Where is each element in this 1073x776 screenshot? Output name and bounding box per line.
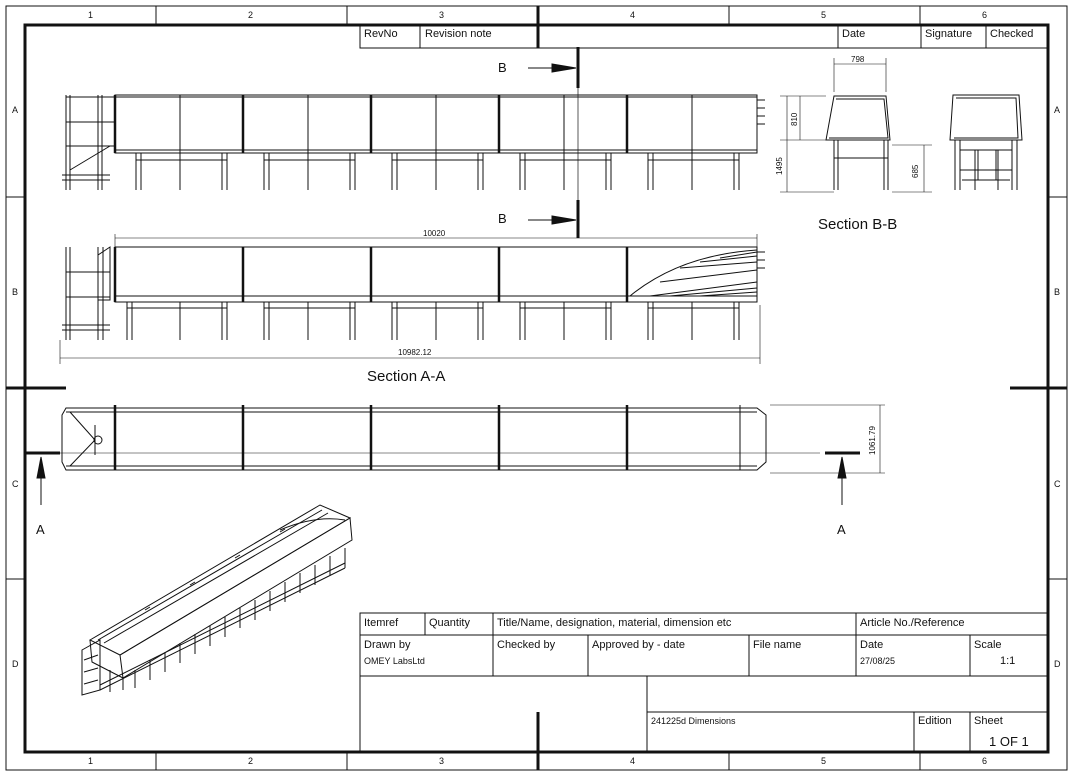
row-label-d-left: D <box>12 659 19 669</box>
section-a-marker <box>25 451 860 505</box>
file-name-label: File name <box>753 639 802 651</box>
checked-by-label: Checked by <box>497 639 556 651</box>
col-label-3-bottom: 3 <box>439 756 445 766</box>
rev-date-header: Date <box>842 28 866 40</box>
rev-no-header: RevNo <box>364 28 398 40</box>
drawn-by-label: Drawn by <box>364 639 411 651</box>
section-bb-title: Section B-B <box>818 216 898 233</box>
checked-header: Checked <box>990 28 1034 40</box>
col-label-3-top: 3 <box>439 10 445 20</box>
section-b-label-top: B <box>498 60 507 75</box>
dim-1495: 1495 <box>775 157 784 175</box>
section-aa-view <box>59 234 765 364</box>
sheet-value: 1 OF 1 <box>989 734 1029 749</box>
col-label-1-top: 1 <box>88 10 94 20</box>
date-value: 27/08/25 <box>860 656 896 666</box>
section-bb-view <box>780 58 932 193</box>
section-b-marker <box>528 47 580 238</box>
col-label-6-bottom: 6 <box>982 756 988 766</box>
revision-table <box>359 24 1049 49</box>
signature-header: Signature <box>925 28 973 40</box>
scale-value: 1:1 <box>1000 655 1016 667</box>
article-label: Article No./Reference <box>860 617 965 629</box>
sheet-label: Sheet <box>974 715 1003 727</box>
dim-685: 685 <box>911 164 920 178</box>
row-label-b-right: B <box>1054 287 1061 297</box>
side-view-top <box>62 94 765 190</box>
row-label-d-right: D <box>1054 659 1061 669</box>
section-a-label-left: A <box>36 522 45 537</box>
dim-810: 810 <box>790 112 799 126</box>
col-label-4-top: 4 <box>630 10 636 20</box>
col-label-2-bottom: 2 <box>248 756 254 766</box>
section-a-label-right: A <box>837 522 846 537</box>
col-label-4-bottom: 4 <box>630 756 636 766</box>
section-b-label-bottom: B <box>498 211 507 226</box>
col-label-2-top: 2 <box>248 10 254 20</box>
end-view <box>949 94 1023 190</box>
col-label-5-bottom: 5 <box>821 756 827 766</box>
title-block <box>359 612 1049 753</box>
title-label: Title/Name, designation, material, dimen… <box>497 617 732 629</box>
section-aa-title: Section A-A <box>367 368 446 385</box>
row-label-c-right: C <box>1054 479 1061 489</box>
row-label-b-left: B <box>12 287 19 297</box>
col-label-6-top: 6 <box>982 10 988 20</box>
date-label: Date <box>860 639 884 651</box>
dim-10020: 10020 <box>423 229 446 238</box>
row-label-c-left: C <box>12 479 19 489</box>
drawing-title: 241225d Dimensions <box>651 716 736 726</box>
quantity-label: Quantity <box>429 617 470 629</box>
dim-798: 798 <box>851 55 865 64</box>
edition-label: Edition <box>918 715 952 727</box>
plan-view <box>61 404 885 474</box>
itemref-label: Itemref <box>364 617 399 629</box>
col-label-5-top: 5 <box>821 10 827 20</box>
zone-ticks <box>6 6 1067 770</box>
dim-10982: 10982.12 <box>398 348 432 357</box>
dim-1061: 1061.79 <box>868 426 877 455</box>
drawn-by-value: OMEY LabsLtd <box>364 656 425 666</box>
isometric-view <box>81 504 353 696</box>
approved-by-label: Approved by - date <box>592 639 685 651</box>
scale-label: Scale <box>974 639 1002 651</box>
col-label-1-bottom: 1 <box>88 756 94 766</box>
row-label-a-right: A <box>1054 105 1061 115</box>
row-label-a-left: A <box>12 105 19 115</box>
revision-note-header: Revision note <box>425 28 492 40</box>
